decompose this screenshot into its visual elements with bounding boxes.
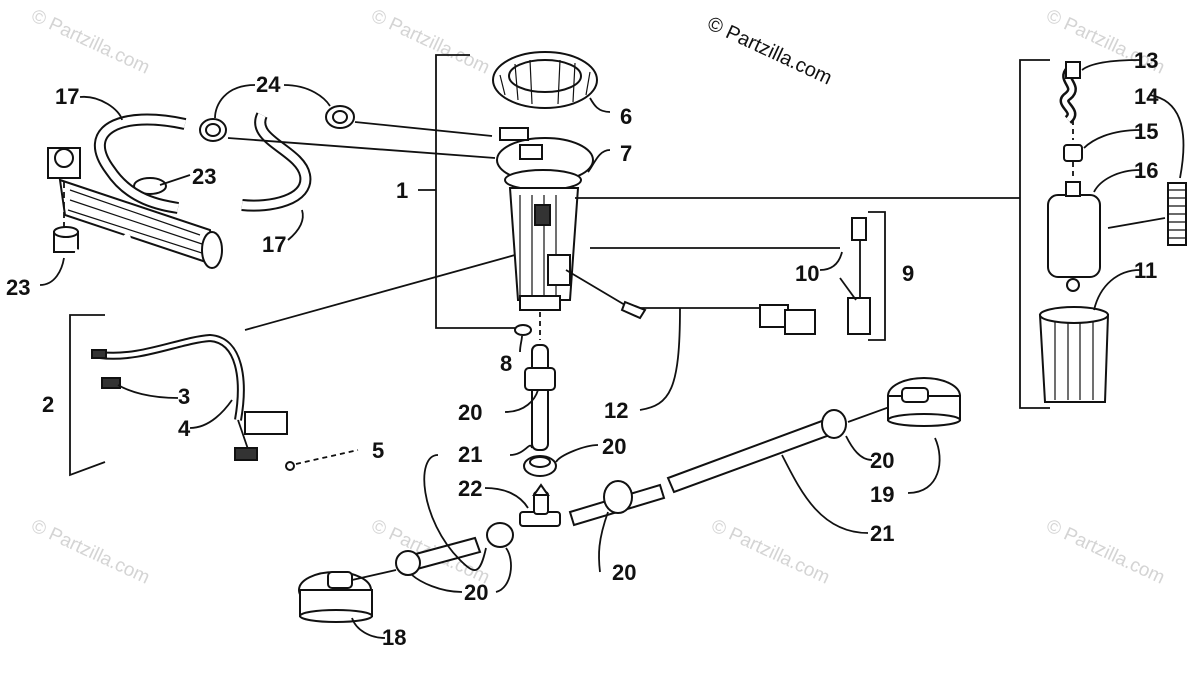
watermark: © Partzilla.com bbox=[28, 515, 153, 588]
callout-14: 14 bbox=[1134, 84, 1159, 109]
callout-17-lower: 17 bbox=[262, 232, 286, 257]
clamp-24-left bbox=[199, 118, 227, 142]
callout-11: 11 bbox=[1134, 258, 1157, 283]
watermark: © Partzilla.com bbox=[28, 5, 153, 78]
pickup-19 bbox=[887, 377, 961, 427]
callout-23-lower: 23 bbox=[6, 275, 30, 300]
callout-20-d: 20 bbox=[612, 560, 636, 585]
callout-22: 22 bbox=[458, 476, 482, 501]
bracket-9 bbox=[868, 211, 886, 341]
locking-ring-6 bbox=[492, 51, 598, 109]
clamp-20-mid bbox=[523, 455, 557, 477]
callout-20-a: 20 bbox=[458, 400, 482, 425]
callout-18: 18 bbox=[382, 625, 406, 650]
o-ring-8 bbox=[514, 324, 532, 336]
pump-flange-7 bbox=[496, 127, 594, 191]
callout-20-e: 20 bbox=[464, 580, 488, 605]
wiring-harness-2 bbox=[91, 333, 288, 461]
spring-14 bbox=[1167, 182, 1187, 246]
hose-17-lower bbox=[241, 112, 312, 212]
callout-5: 5 bbox=[372, 438, 384, 463]
callout-17-upper: 17 bbox=[55, 84, 79, 109]
wire-harness-12 bbox=[565, 269, 816, 335]
fitting-15 bbox=[1063, 144, 1083, 162]
callout-9: 9 bbox=[902, 261, 914, 286]
screw-5 bbox=[285, 461, 295, 471]
callout-16: 16 bbox=[1134, 158, 1158, 183]
copyright-text: © Partzilla.com bbox=[704, 13, 835, 90]
callout-13: 13 bbox=[1134, 48, 1158, 73]
hose-17-upper bbox=[93, 113, 187, 214]
fuel-pump-16 bbox=[1047, 181, 1101, 292]
watermark: © Partzilla.com bbox=[1043, 515, 1168, 588]
callout-23-upper: 23 bbox=[192, 164, 216, 189]
callout-2: 2 bbox=[42, 392, 54, 417]
watermark: © Partzilla.com bbox=[368, 5, 493, 78]
tube-short-left bbox=[395, 522, 514, 576]
tube-21-vertical bbox=[524, 344, 556, 451]
bracket-detail bbox=[1019, 59, 1050, 409]
callout-8: 8 bbox=[500, 351, 512, 376]
pump-module-body bbox=[508, 187, 580, 311]
tube-21-long bbox=[666, 409, 847, 494]
coil-13 bbox=[1059, 61, 1081, 124]
leader-lines bbox=[39, 59, 1185, 639]
watermark: © Partzilla.com bbox=[708, 515, 833, 588]
pickup-18 bbox=[298, 571, 373, 623]
callout-20-c: 20 bbox=[870, 448, 894, 473]
callout-6: 6 bbox=[620, 104, 632, 129]
watermarks: © Partzilla.com © Partzilla.com © Partzi… bbox=[28, 5, 1168, 588]
tube-center bbox=[568, 480, 666, 527]
callout-24: 24 bbox=[256, 72, 281, 97]
sender-10 bbox=[847, 217, 871, 335]
callout-7: 7 bbox=[620, 141, 632, 166]
tee-fitting-22 bbox=[519, 483, 561, 527]
callout-19: 19 bbox=[870, 482, 894, 507]
callout-10: 10 bbox=[795, 261, 819, 286]
strainer-11 bbox=[1038, 306, 1110, 403]
callout-4: 4 bbox=[178, 416, 191, 441]
callout-21-a: 21 bbox=[458, 442, 482, 467]
callout-20-b: 20 bbox=[602, 434, 626, 459]
fuel-rail-assembly bbox=[47, 147, 223, 269]
callout-21-b: 21 bbox=[870, 521, 894, 546]
callout-1: 1 bbox=[396, 178, 408, 203]
clamp-24-right bbox=[325, 105, 355, 129]
callout-15: 15 bbox=[1134, 119, 1158, 144]
callout-3: 3 bbox=[178, 384, 190, 409]
bracket-1 bbox=[435, 54, 515, 329]
callout-12: 12 bbox=[604, 398, 628, 423]
callout-labels: 1 2 3 4 5 6 7 8 9 10 11 12 13 14 15 16 1… bbox=[6, 48, 1159, 650]
bracket-2 bbox=[69, 314, 106, 477]
